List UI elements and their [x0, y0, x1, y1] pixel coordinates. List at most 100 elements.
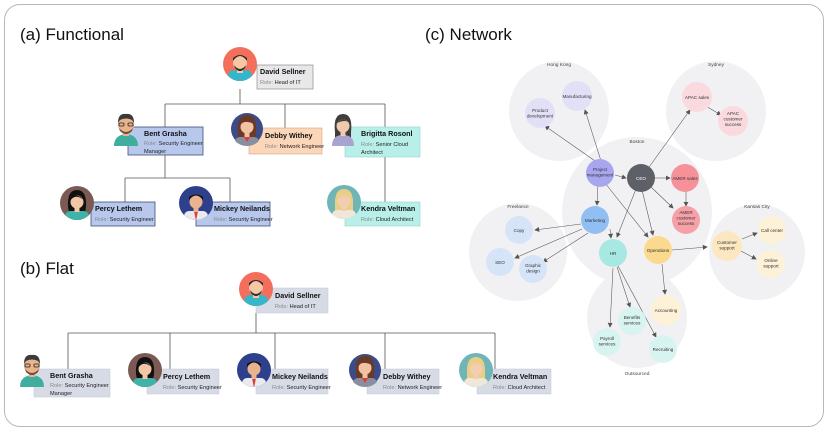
net-node-seo[interactable]: SEO	[486, 248, 514, 276]
svg-text:Role: Security Engineer: Role: Security Engineer	[163, 385, 222, 391]
flat-node-bent[interactable]: Bent Grasha Role: Security Engineer Mana…	[20, 354, 111, 398]
avatar-percy-flat	[128, 353, 162, 387]
node-role: Network Engineer	[280, 144, 325, 150]
net-node-call-center[interactable]: Call center	[758, 216, 786, 244]
group-sydney-bg	[666, 61, 766, 161]
flat-node-percy[interactable]: Percy Lethem Role: Security Engineer	[128, 353, 222, 395]
avatar-mickey-functional	[179, 186, 213, 220]
role-prefix: Role:	[493, 385, 507, 391]
functional-node-debby[interactable]: Debby Withey Role: Network Engineer	[231, 113, 324, 155]
node-name: Mickey Neilands	[272, 372, 328, 381]
role-prefix: Role:	[95, 217, 109, 223]
role-prefix: Role:	[383, 385, 397, 391]
node-role-line2: Manager	[144, 149, 166, 155]
functional-node-head[interactable]: David Sellner Role: Head of IT	[223, 47, 314, 90]
node-name: Percy Lethem	[163, 372, 210, 381]
group-label-boston: Boston	[630, 139, 645, 145]
net-node-hr[interactable]: HR	[599, 239, 627, 267]
role-prefix: Role:	[361, 217, 375, 223]
node-name: Bent Grasha	[144, 129, 188, 138]
functional-connectors-level1	[164, 89, 386, 128]
node-card	[344, 126, 421, 158]
avatar-brigitta-functional	[332, 114, 354, 146]
flat-chart: David Sellner Role: Head of IT Bent Gras…	[20, 272, 552, 398]
node-name: Mickey Neilands	[214, 204, 270, 213]
node-role: Senior Cloud	[376, 142, 408, 148]
title-functional: (a) Functional	[20, 25, 124, 44]
svg-text:HR: HR	[610, 251, 617, 256]
functional-node-percy[interactable]: Percy Lethem Role: Security Engineer	[60, 186, 156, 227]
svg-text:Role: Security Engineer: Role: Security Engineer	[95, 217, 154, 223]
node-card	[90, 201, 156, 227]
node-name: David Sellner	[260, 67, 306, 76]
net-node-ceo[interactable]: CEO	[627, 164, 655, 192]
svg-text:Role: Security Engineer: Role: Security Engineer	[144, 141, 203, 147]
svg-text:Role: Senior Cloud: Role: Senior Cloud	[361, 142, 408, 148]
group-label-freelance: Freelance	[507, 204, 529, 210]
node-role: Head of IT	[275, 80, 302, 86]
node-name: Bent Grasha	[50, 371, 94, 380]
functional-node-kendra[interactable]: Kendra Veltman Role: Cloud Architect	[327, 185, 421, 227]
node-name: Percy Lethem	[95, 204, 142, 213]
node-name: Debby Withey	[265, 131, 312, 140]
avatar-kendra-flat	[459, 353, 493, 387]
net-node-copy[interactable]: Copy	[505, 216, 533, 244]
flat-node-mickey[interactable]: Mickey Neilands Role: Security Engineer	[237, 353, 331, 395]
node-name: Kendra Veltman	[361, 204, 415, 213]
functional-node-mickey[interactable]: Mickey Neilands Role: Security Engineer	[179, 186, 273, 227]
node-role: Security Engineer	[65, 383, 109, 389]
node-role: Cloud Architect	[376, 217, 414, 223]
group-label-outsourced: Outsourced	[625, 371, 650, 377]
svg-text:Role: Security Engineer: Role: Security Engineer	[272, 385, 331, 391]
flat-node-head[interactable]: David Sellner Role: Head of IT	[239, 272, 329, 314]
svg-text:Role: Cloud Architect: Role: Cloud Architect	[493, 385, 546, 391]
flat-node-debby[interactable]: Debby Withey Role: Network Engineer	[349, 354, 443, 395]
net-node-manufacturing[interactable]: Manufacturing	[562, 81, 592, 111]
svg-text:Copy: Copy	[514, 228, 525, 233]
svg-text:Role: Network Engineer: Role: Network Engineer	[265, 144, 324, 150]
role-prefix: Role:	[163, 385, 177, 391]
avatar-debby-flat	[349, 354, 381, 387]
svg-text:Role: Head of IT: Role: Head of IT	[260, 80, 301, 86]
svg-text:Operations: Operations	[647, 248, 670, 253]
net-node-amer-sales[interactable]: AMER sales	[671, 164, 699, 192]
svg-text:Recruiting: Recruiting	[653, 347, 674, 352]
node-role: Security Engineer	[178, 385, 222, 391]
functional-node-brigitta[interactable]: Brigitta Rosonl Role: Senior Cloud Archi…	[332, 114, 421, 158]
svg-text:CEO: CEO	[636, 176, 646, 181]
avatar-debby-functional	[231, 113, 263, 146]
node-card	[33, 368, 111, 398]
node-role: Head of IT	[290, 304, 317, 310]
role-prefix: Role:	[260, 80, 274, 86]
functional-chart: David Sellner Role: Head of IT Bent Gras…	[60, 47, 421, 227]
net-node-accounting[interactable]: Accounting	[651, 295, 681, 325]
svg-text:Role: Security Engineer: Role: Security Engineer	[214, 217, 273, 223]
node-role: Network Engineer	[398, 385, 443, 391]
net-node-operations[interactable]: Operations	[644, 236, 672, 264]
net-node-recruiting[interactable]: Recruiting	[649, 335, 677, 363]
functional-node-bent[interactable]: Bent Grasha Role: Security Engineer Mana…	[114, 113, 204, 156]
role-prefix: Role:	[214, 217, 228, 223]
role-prefix: Role:	[361, 142, 375, 148]
node-role-line2: Architect	[361, 150, 383, 156]
node-card	[255, 368, 329, 395]
net-node-apac-sales[interactable]: APAC sales	[682, 82, 712, 112]
flat-node-kendra[interactable]: Kendra Veltman Role: Cloud Architect	[459, 353, 552, 395]
avatar-bent-flat	[20, 354, 44, 387]
svg-text:SEO: SEO	[495, 260, 505, 265]
net-node-marketing[interactable]: Marketing	[581, 206, 609, 234]
